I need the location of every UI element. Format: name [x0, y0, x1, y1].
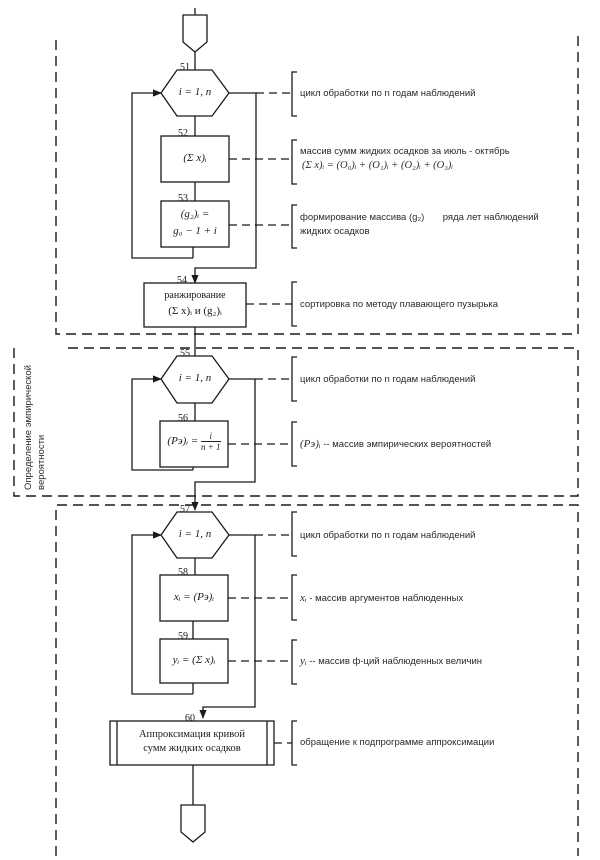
block-text-56-lhs: (Pэ)ᵢ =: [167, 435, 199, 448]
section-frame-2: [13, 347, 579, 497]
block-text-53-line2: g₀ − 1 + i: [173, 225, 217, 237]
annotation-55: цикл обработки по n годам наблюдений: [300, 374, 476, 385]
annotation-59: yᵢ -- массив ф-ций наблюденных величин: [300, 655, 482, 667]
block-number-53: 53: [178, 193, 188, 204]
annotation-52-line2: (Σ x)ᵢ = (O₀)ᵢ + (O₁)ᵢ + (O₂)ᵢ + (O₃)ᵢ: [302, 160, 454, 171]
process-box-53: [160, 200, 230, 248]
fraction-denominator: n + 1: [200, 441, 221, 452]
annotation-56-text: -- массив эмпирических вероятностей: [323, 439, 492, 450]
block-number-60: 60: [185, 713, 195, 724]
fraction-numerator: i: [209, 431, 213, 441]
block-text-54-line2: (Σ x)ᵢ и (g₂)ᵢ: [168, 305, 222, 317]
annotation-51: цикл обработки по n годам наблюдений: [300, 88, 476, 99]
block-text-52: (Σ x)ᵢ: [183, 152, 207, 164]
annotation-brackets: [291, 71, 297, 766]
annotation-58-text: - массив аргументов наблюденных: [309, 593, 464, 604]
loop-condition-55: i = 1, n: [178, 372, 212, 384]
annotation-54: сортировка по методу плавающего пузырька: [300, 299, 499, 310]
annotation-59-text: -- массив ф-ций наблюденных величин: [309, 656, 483, 667]
block-text-53-line1: (g₂)ᵢ =: [180, 208, 210, 220]
block-number-57: 57: [180, 504, 190, 515]
annotation-53-line1: формирование массива (g₂) ряда лет наблю…: [300, 212, 539, 223]
block-number-54: 54: [177, 275, 187, 286]
annotation-56: (Pэ)ᵢ -- массив эмпирических вероятносте…: [300, 438, 491, 450]
block-number-59: 59: [178, 631, 188, 642]
annotation-52-line1: массив сумм жидких осадков за июль - окт…: [300, 146, 510, 157]
annotation-58: xᵢ - массив аргументов наблюденных: [300, 592, 463, 604]
block-number-55: 55: [180, 348, 190, 359]
block-number-52: 52: [178, 128, 188, 139]
block-number-51: 51: [180, 62, 190, 73]
block-number-58: 58: [178, 567, 188, 578]
section-frame-1: [55, 35, 579, 335]
annotation-57: цикл обработки по n годам наблюдений: [300, 530, 476, 541]
block-text-60-line1: Аппроксимация кривой: [138, 729, 246, 740]
annotation-59-symbol: yᵢ: [300, 655, 307, 667]
block-text-54-line1: ранжирование: [164, 290, 226, 301]
annotation-60: обращение к подпрограмме аппроксимации: [300, 737, 495, 748]
offpage-connector-bottom: [180, 804, 206, 843]
annotation-58-symbol: xᵢ: [300, 592, 307, 604]
annotation-53-line2: жидких осадков: [300, 226, 370, 237]
block-text-59: yᵢ = (Σ x)ᵢ: [172, 654, 216, 666]
block-number-56: 56: [178, 413, 188, 424]
section-frame-3: [55, 504, 579, 856]
annotation-connectors: [228, 92, 292, 744]
loop-condition-57: i = 1, n: [178, 528, 212, 540]
offpage-connector-top: [182, 14, 208, 53]
section-label-empirical-probability: Определение эмпирической вероятности: [23, 365, 47, 490]
annotation-56-symbol: (Pэ)ᵢ: [300, 438, 321, 450]
block-text-60-line2: сумм жидких осадков: [143, 743, 241, 754]
block-text-58: xᵢ = (Pэ)ᵢ: [173, 591, 215, 603]
loop-condition-51: i = 1, n: [178, 86, 212, 98]
